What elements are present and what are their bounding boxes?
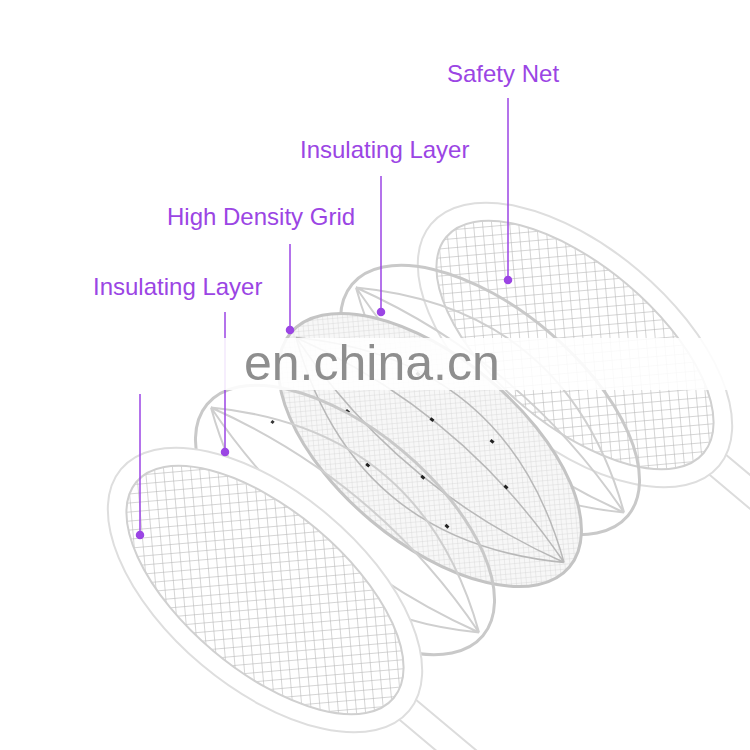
part-label: Insulating Layer — [300, 136, 469, 165]
part-label: Insulating Layer — [93, 273, 262, 302]
leader-lines — [137, 98, 512, 539]
watermark: en.china.cn — [244, 336, 500, 391]
front-net-racket — [58, 394, 642, 750]
part-label: High Density Grid — [167, 203, 355, 232]
part-label: Safety Net — [447, 60, 559, 89]
